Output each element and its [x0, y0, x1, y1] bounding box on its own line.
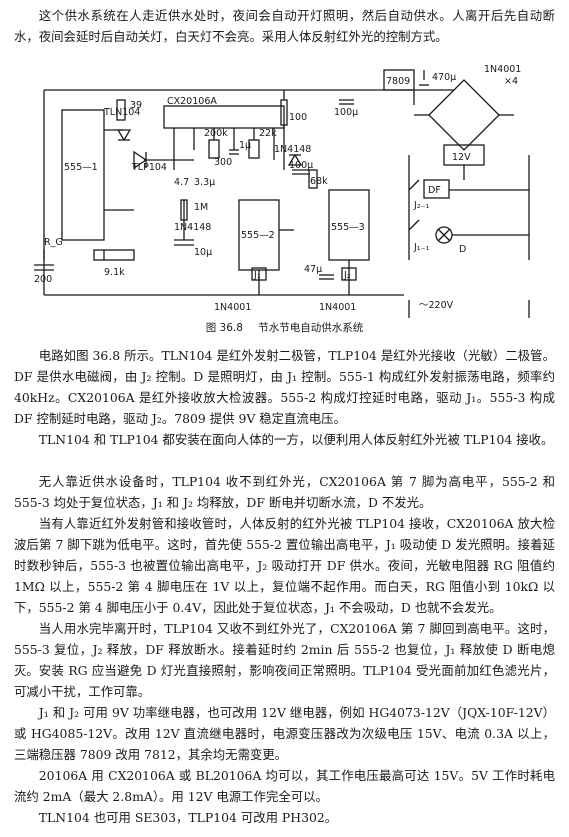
label-bridge-x4: ×4	[504, 76, 518, 87]
label-1n4148-a: 1N4148	[174, 222, 211, 233]
label-68k: 68k	[310, 176, 328, 187]
label-220v: ～220V	[419, 300, 454, 311]
label-7809: 7809	[386, 76, 410, 87]
label-j2-1: J₂₋₁	[413, 200, 430, 211]
circuit-diagram: CX20106A 555—1 555—2 555—3 7809 TLN104 T…	[34, 64, 530, 318]
intro-paragraph: 这个供水系统在人走近供水处时，夜间会自动开灯照明，然后自动供水。人离开后先自动断…	[14, 8, 555, 44]
figure-title: 节水节电自动供水系统	[258, 322, 364, 334]
label-df: DF	[428, 185, 441, 196]
label-470u: 470μ	[432, 72, 456, 83]
label-555-1: 555—1	[64, 162, 98, 173]
label-c200: 200	[34, 274, 52, 285]
label-1m: 1M	[194, 202, 208, 213]
paragraph-3: 无人靠近供水设备时，TLP104 收不到红外光，CX20106A 第 7 脚为高…	[14, 474, 555, 510]
label-j1: J₁	[253, 270, 261, 281]
label-1n4148-b: 1N4148	[274, 144, 311, 155]
figure-caption: 图 36.8 节水节电自动供水系统	[0, 320, 569, 335]
label-rg: R_G	[44, 237, 63, 248]
paragraph-2: TLN104 和 TLP104 都安装在面向人体的一方，以便利用人体反射红外光被…	[38, 432, 554, 447]
label-tlp104: TLP104	[131, 162, 167, 173]
label-9p1k: 9.1k	[104, 267, 125, 278]
paragraph-4: 当有人靠近红外发射管和接收管时，人体反射的红外光被 TLP104 接收，CX20…	[14, 516, 555, 615]
label-lamp-d: D	[459, 244, 466, 255]
label-3p3u: 3.3μ	[194, 177, 215, 188]
label-r39: 39	[130, 100, 142, 111]
label-tln104: TLN104	[103, 107, 140, 118]
label-cx20106a: CX20106A	[167, 96, 217, 107]
label-1u: 1μ	[239, 140, 251, 151]
paragraph-8: 20106A 用 CX20106A 或 BL20106A 均可以，其工作电压最高…	[14, 768, 555, 804]
label-47u: 47μ	[304, 264, 322, 275]
label-22k: 22k	[259, 128, 277, 139]
label-555-2: 555—2	[241, 230, 275, 241]
paragraph-5: 当人用水完毕离开时，TLP104 又收不到红外光了，CX20106A 第 7 脚…	[14, 621, 555, 678]
figure-number: 图 36.8	[205, 322, 243, 334]
label-100u-b: 100μ	[334, 107, 358, 118]
paragraph-1: 电路如图 36.8 所示。TLN104 是红外发射二极管，TLP104 是红外光…	[14, 348, 555, 426]
paragraph-6: 安装 RG 应当避免 D 灯光直接照射，影响夜间正常照明。TLP104 受光面前…	[14, 663, 555, 699]
label-555-3: 555—3	[331, 222, 365, 233]
label-1n4001-b: 1N4001	[319, 302, 356, 313]
label-200k: 200k	[204, 128, 228, 139]
label-j1-1: J₁₋₁	[413, 242, 430, 253]
label-300: 300	[214, 157, 232, 168]
paragraph-9: TLN104 也可用 SE303，TLP104 可改用 PH302。	[38, 810, 338, 825]
label-r100: 100	[289, 112, 307, 123]
label-100u: 100μ	[289, 160, 313, 171]
label-j2: J₂	[343, 270, 351, 281]
label-bridge-diode: 1N4001	[484, 64, 521, 75]
label-12v: 12V	[452, 152, 471, 163]
label-10u: 10μ	[194, 247, 212, 258]
label-4p7: 4.7	[174, 177, 189, 188]
paragraph-7: J₁ 和 J₂ 可用 9V 功率继电器，也可改用 12V 继电器，例如 HG40…	[14, 705, 555, 762]
label-1n4001-a: 1N4001	[214, 302, 251, 313]
